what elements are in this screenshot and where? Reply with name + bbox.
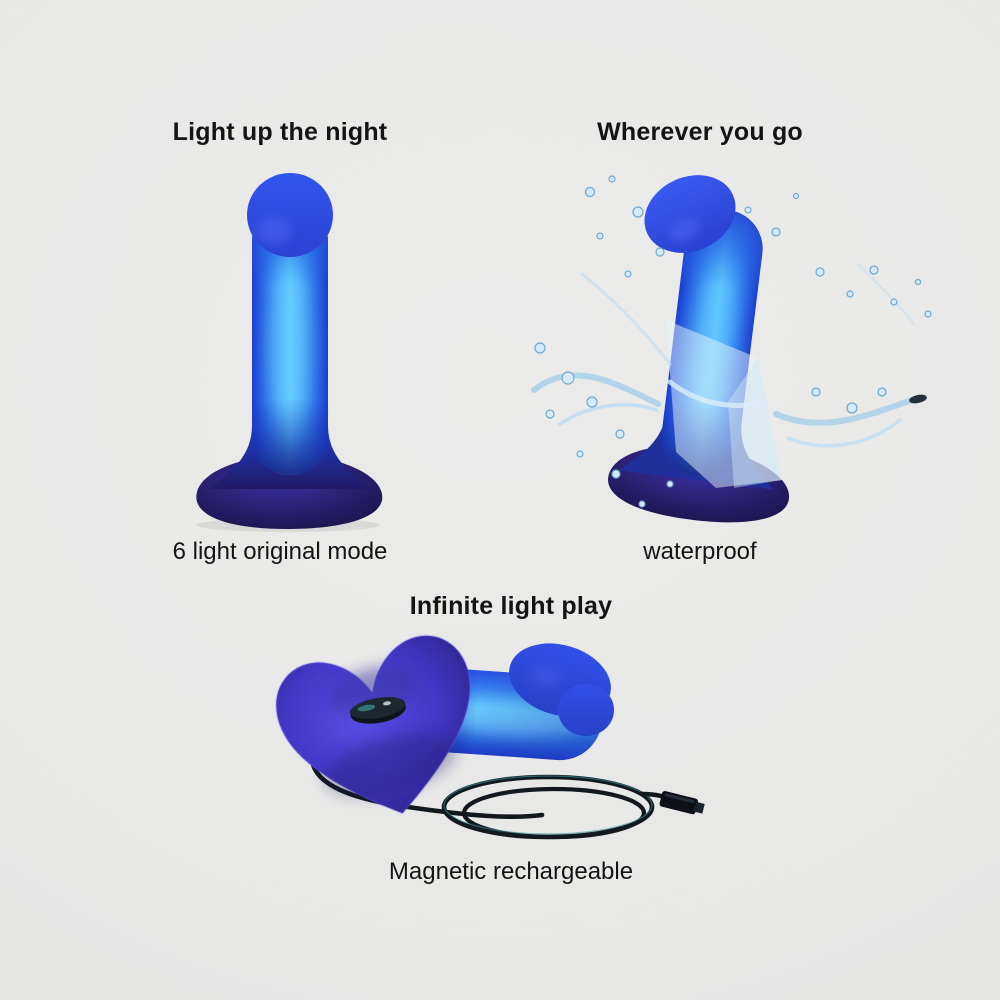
feature-caption-rechargeable: Magnetic rechargeable [388,858,634,885]
usb-connector [659,791,705,815]
glowing-product-upright-illustration [196,173,383,532]
feature-rechargeable: Infinite light play [275,592,705,892]
glowing-product-splash-illustration [531,175,932,523]
water-splash [531,262,916,488]
magnetic-puck [350,697,406,724]
product-head [644,175,736,253]
glowing-shaft [252,203,328,475]
heart-base [275,634,471,815]
product-head [247,173,333,257]
feature-title-waterproof: Wherever you go [597,118,803,146]
glowing-product-upright-image [180,163,400,540]
feature-caption-light-modes: 6 light original mode [172,538,388,565]
product-head [509,643,614,736]
water-droplets [534,175,932,508]
feature-title-rechargeable: Infinite light play [409,592,613,620]
product-charging-illustration [275,634,705,840]
feature-waterproof: Wherever you go [530,118,932,578]
feature-caption-waterproof: waterproof [643,538,757,565]
glowing-product-splash-image [520,152,940,542]
product-charging-image [230,618,710,863]
feature-title-light-modes: Light up the night [172,118,388,146]
feature-light-modes: Light up the night [120,118,440,578]
